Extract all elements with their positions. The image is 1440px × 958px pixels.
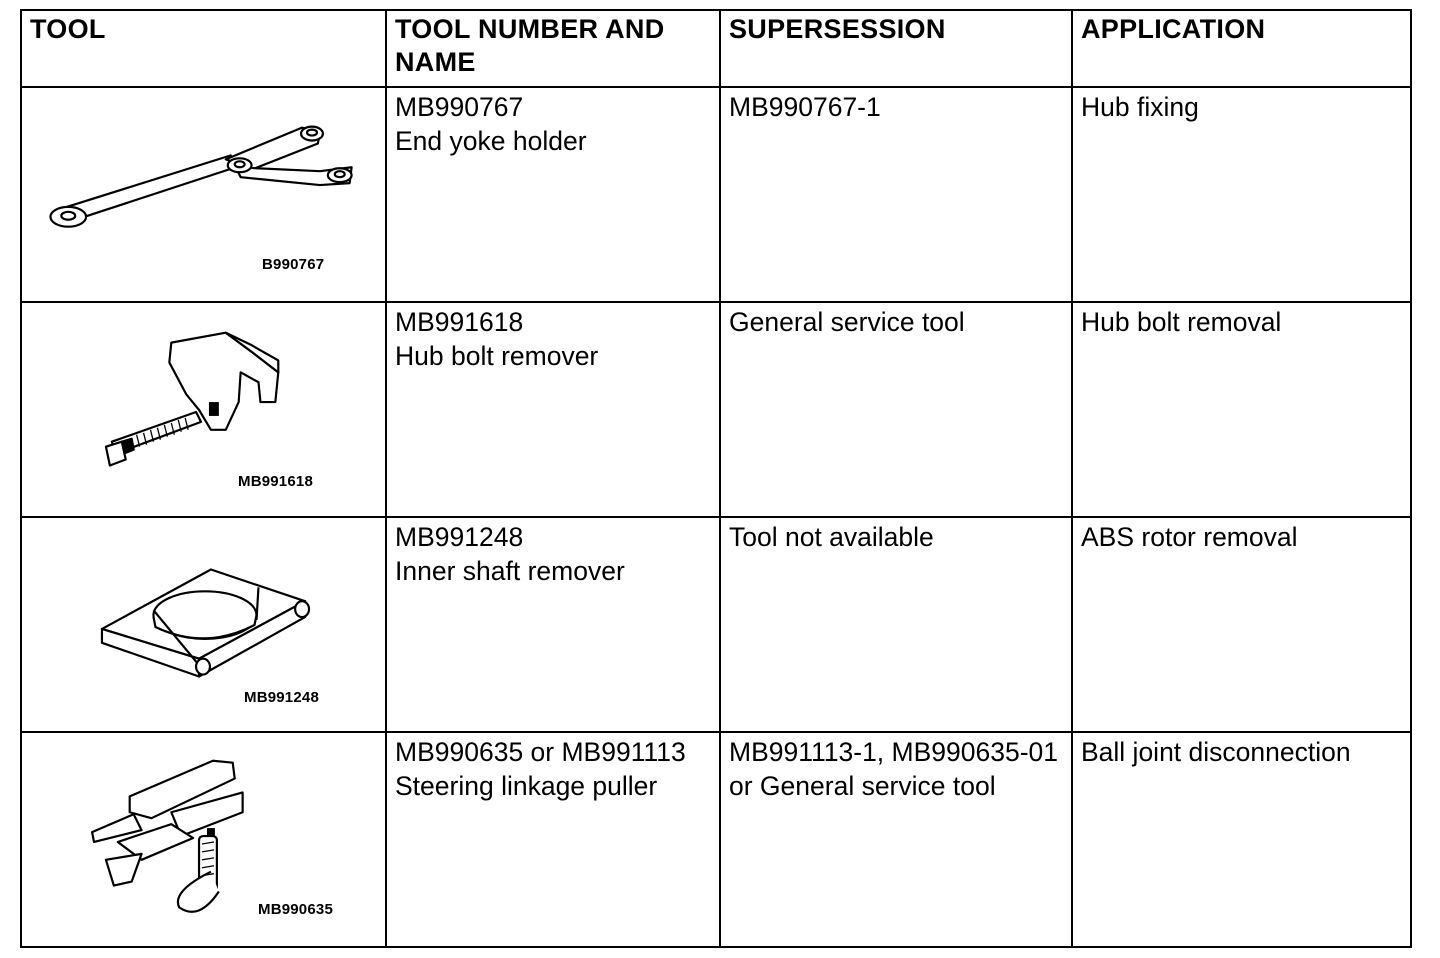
tool-name: Hub bolt remover — [395, 341, 599, 371]
steering-linkage-puller-illustration — [90, 759, 244, 913]
supersession-cell: MB990767-1 — [719, 86, 1073, 303]
tool-image-label: B990767 — [262, 256, 325, 273]
tool-image-cell: MB990635 — [20, 731, 387, 948]
tool-image-cell: MB991618 — [20, 301, 387, 518]
header-supersession: SUPERSESSION — [719, 9, 1073, 88]
tool-image-cell: B990767 — [20, 86, 387, 303]
table-header-row: TOOL TOOL NUMBER AND NAME SUPERSESSION A… — [20, 9, 1412, 88]
tool-image-label: MB991248 — [244, 689, 319, 706]
header-tool: TOOL — [20, 9, 387, 88]
tool-number: MB990767 — [395, 92, 524, 122]
application-cell: Ball joint disconnection — [1071, 731, 1412, 948]
inner-shaft-remover-illustration — [100, 568, 311, 678]
tool-image-cell: MB991248 — [20, 516, 387, 733]
application-cell: Hub fixing — [1071, 86, 1412, 303]
tool-number: MB990635 or MB991113 — [395, 737, 686, 767]
application-cell: ABS rotor removal — [1071, 516, 1412, 733]
end-yoke-holder-illustration — [49, 125, 353, 228]
tool-name: End yoke holder — [395, 126, 587, 156]
tool-image-label: MB991618 — [238, 473, 313, 490]
tool-name: Steering linkage puller — [395, 771, 658, 801]
supersession-cell: MB991113-1, MB990635-01 or General servi… — [719, 731, 1073, 948]
hub-bolt-remover-illustration — [104, 331, 280, 467]
tool-image-label: MB990635 — [258, 901, 333, 918]
tool-number: MB991618 — [395, 307, 524, 337]
tool-number: MB991248 — [395, 522, 524, 552]
supersession-cell: General service tool — [719, 301, 1073, 518]
application-cell: Hub bolt removal — [1071, 301, 1412, 518]
tool-name: Inner shaft remover — [395, 556, 625, 586]
header-tool-number-and-name: TOOL NUMBER AND NAME — [385, 9, 721, 88]
header-application: APPLICATION — [1071, 9, 1412, 88]
special-tools-table: TOOL TOOL NUMBER AND NAME SUPERSESSION A… — [20, 9, 1412, 948]
supersession-cell: Tool not available — [719, 516, 1073, 733]
